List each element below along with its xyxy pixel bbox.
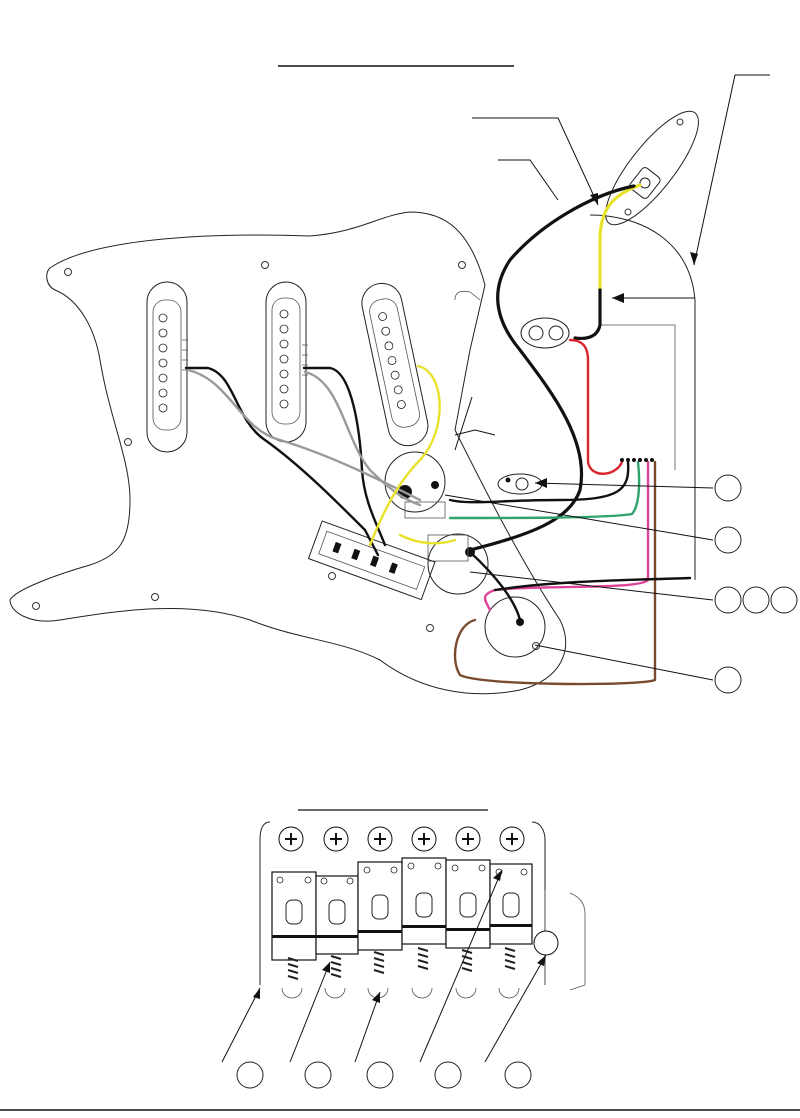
wire-black-middle (302, 366, 387, 547)
claw-lug (497, 473, 543, 495)
callout-5 (770, 586, 798, 614)
bridge-callout-3 (366, 1061, 394, 1089)
saddle-height-screws (285, 892, 520, 925)
pickguard-inner-cutout (454, 290, 481, 301)
output-jack-plate (605, 110, 699, 226)
wires (184, 183, 692, 686)
wire-brown (453, 460, 657, 686)
bridge-callout-1 (236, 1061, 264, 1089)
wire-yellow-jack (598, 183, 642, 292)
wire-black-tone (468, 550, 522, 622)
ground-lug (520, 317, 570, 349)
volume-pot (384, 451, 446, 519)
wire-red (568, 338, 624, 475)
neck-pickup (146, 281, 188, 453)
connector-pins (620, 458, 654, 462)
screw-holes (32, 261, 540, 650)
saddle-top-screws (276, 862, 528, 885)
tremolo-arm-hole (533, 930, 559, 956)
wire-yellow-switch (398, 533, 457, 545)
shield-inner (600, 324, 676, 470)
wire-white-middle (303, 370, 422, 507)
main-callouts (714, 474, 798, 694)
bridge-pickup (361, 282, 429, 447)
callout-1 (714, 474, 742, 502)
callout-3 (714, 586, 742, 614)
wire-black-jack (573, 288, 602, 341)
five-way-switch (307, 520, 436, 601)
wire-black-bus (493, 576, 692, 592)
arrow-heads (535, 193, 698, 488)
bridge-detail (259, 821, 586, 999)
middle-pickup (265, 281, 308, 443)
tone-pot-2 (484, 596, 546, 658)
saddles (271, 857, 533, 961)
bridge-callout-5 (504, 1061, 532, 1089)
bridge-leaders (221, 869, 547, 1063)
leader-lines (444, 74, 770, 681)
wire-black-ground (448, 460, 630, 504)
wire-black-main (468, 184, 636, 552)
bridge-callout-2 (304, 1061, 332, 1089)
wire-black-neck (184, 366, 380, 557)
callout-6 (714, 666, 742, 694)
callout-2 (714, 526, 742, 554)
saddle-bars (272, 924, 532, 938)
string-holes (281, 987, 520, 999)
shield-outline (589, 214, 696, 580)
bridge-screws (278, 826, 525, 852)
wire-green (448, 460, 641, 520)
bridge-callout-4 (434, 1061, 462, 1089)
bridge-callouts (236, 1061, 532, 1089)
wire-yellow-bridge (368, 364, 441, 547)
bridge-arrow-heads (253, 870, 546, 1003)
pickguard-outline (9, 211, 567, 695)
callout-4 (742, 586, 770, 614)
